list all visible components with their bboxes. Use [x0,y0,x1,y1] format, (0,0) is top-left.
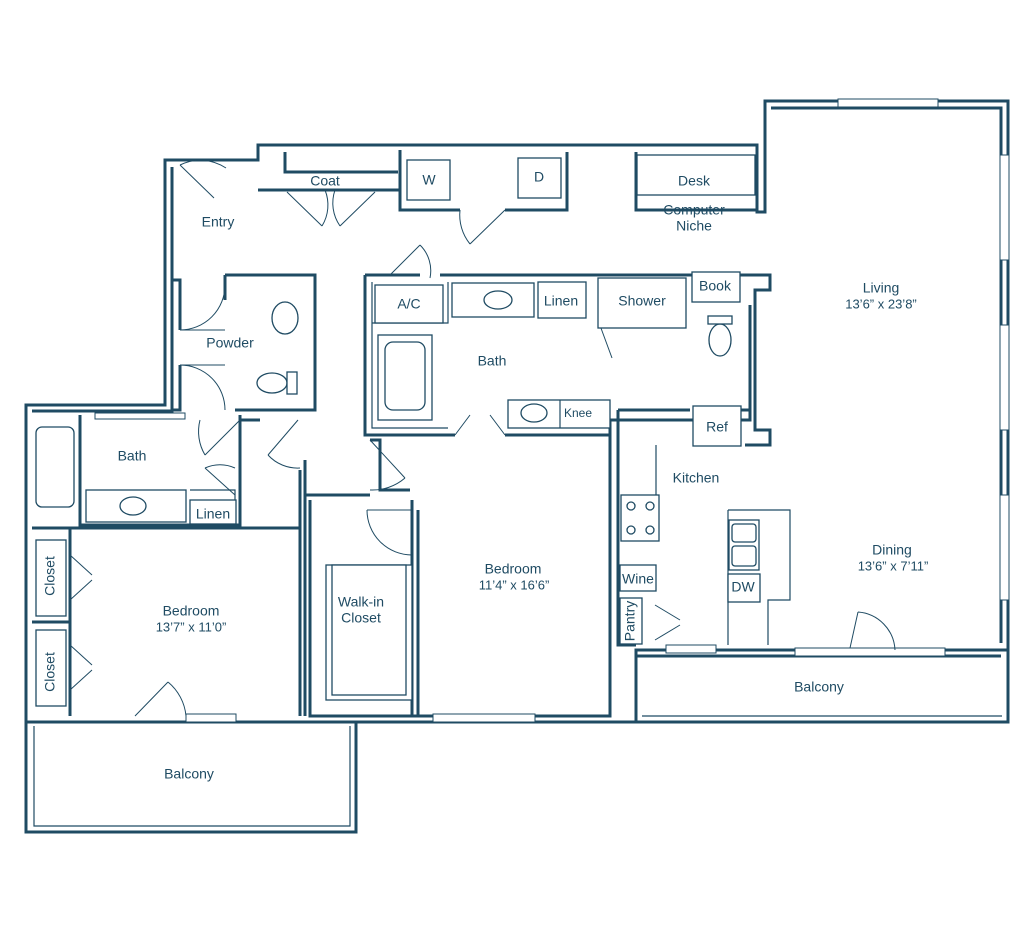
ac-box [374,284,444,324]
closet-2-box [35,629,67,707]
label-bedroom-left-dim: 13’7” x 11’0” [156,619,227,634]
bathtub-center-inner [384,341,426,411]
windows [94,98,1010,723]
label-kitchen: Kitchen [673,470,720,486]
washer-box [406,159,451,201]
label-dining: Dining [872,542,912,558]
closet-1-box [35,539,67,617]
label-balcony-left: Balcony [164,766,214,782]
label-balcony-right: Balcony [794,679,844,695]
toilet-center-tank [707,315,733,325]
sink-knee [520,403,548,423]
label-linen-bath: Linen [544,293,578,309]
book-box [691,271,741,303]
dw-box [727,573,761,603]
doors [69,159,896,717]
pantry-box [619,597,643,645]
label-powder: Powder [206,335,254,351]
dryer-box [517,157,562,199]
label-dw: DW [731,579,755,595]
label-bath-center: Bath [478,353,507,369]
range [620,494,660,542]
label-dryer: D [534,169,544,185]
desk-box [636,154,756,196]
label-coat: Coat [310,173,340,189]
label-wine: Wine [622,571,654,587]
label-entry: Entry [202,214,235,230]
linen-left-box [189,499,237,525]
label-computer: Computer [663,202,725,218]
interior-walls [32,150,1001,718]
shower-box [597,277,687,329]
powder-sink [271,301,299,335]
vanity-left [85,489,187,523]
wine-box [619,564,657,592]
label-dining-dim: 13’6” x 7’11” [858,558,929,573]
label-niche: Niche [676,218,712,234]
bathtub-left [35,426,75,508]
label-closet-1: Closet [42,556,58,596]
label-bedroom-left: Bedroom [163,603,220,619]
toilet-center-bowl [708,323,732,357]
label-ac: A/C [397,296,420,312]
sink-left [119,496,147,516]
linen-box-center [537,281,587,319]
label-walkin-1: Walk-in [338,594,384,610]
label-washer: W [422,172,436,188]
powder-toilet-tank [286,371,298,395]
ref-box [692,405,742,447]
label-desk: Desk [678,173,711,189]
balconies [24,650,1010,834]
label-living-dim: 13’6” x 23’8” [845,296,917,311]
label-living: Living [863,280,900,296]
label-linen-left: Linen [196,506,230,522]
powder-toilet-bowl [256,372,288,394]
label-closet-2: Closet [42,652,58,692]
sink-center [483,290,513,310]
label-knee: Knee [564,406,592,420]
label-bedroom-center-dim: 11’4” x 16’6” [479,577,550,592]
label-bedroom-center: Bedroom [485,561,542,577]
label-bath-left: Bath [118,448,147,464]
label-pantry: Pantry [622,601,638,641]
labels: Coat W D Desk Computer Niche Entry Livin… [42,169,929,782]
label-ref: Ref [706,419,728,435]
label-walkin-2: Closet [341,610,381,626]
label-shower: Shower [618,293,666,309]
label-book: Book [699,278,732,294]
vanity-center [451,282,535,318]
fixtures [35,154,761,707]
